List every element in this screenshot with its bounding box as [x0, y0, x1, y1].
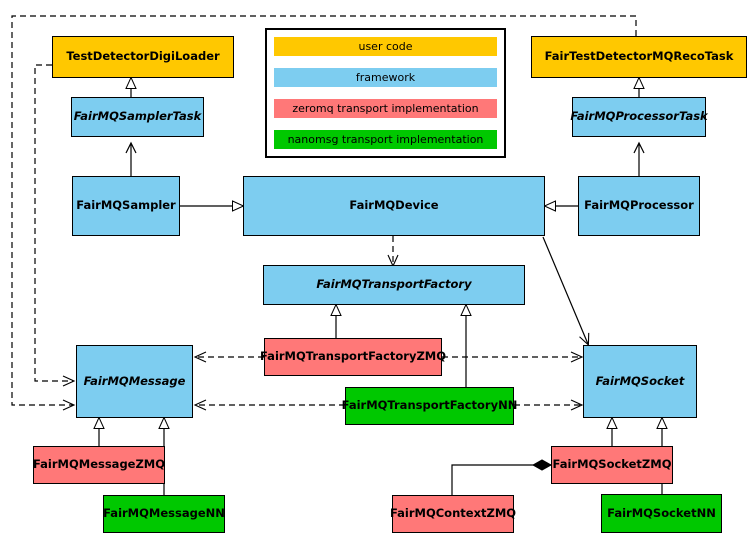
legend-item-framework: framework: [274, 68, 497, 87]
class-box-fairmqtransportfactoryzmq[interactable]: FairMQTransportFactoryZMQ: [260, 338, 446, 376]
edge-contextzmq-socketzmq: [451, 459, 553, 495]
class-box-fairmqtransportfactory[interactable]: FairMQTransportFactory: [263, 265, 525, 305]
class-box-fairmqsamplertask[interactable]: FairMQSamplerTask: [71, 97, 204, 137]
class-box-fairmqmessage[interactable]: FairMQMessage: [76, 345, 193, 418]
legend-item-nanomsg: nanomsg transport implementation: [274, 130, 497, 149]
class-box-fairmqcontextzmq[interactable]: FairMQContextZMQ: [390, 495, 516, 533]
class-box-fairmqsocketzmq[interactable]: FairMQSocketZMQ: [551, 446, 673, 484]
class-box-fairmqdevice[interactable]: FairMQDevice: [243, 176, 545, 236]
class-box-fairmqmessagenn[interactable]: FairMQMessageNN: [103, 495, 225, 533]
edge-digiloader-message: [34, 64, 76, 387]
class-box-fairmqtransportfactorynn[interactable]: FairMQTransportFactoryNN: [342, 387, 517, 425]
class-box-fairmqsampler[interactable]: FairMQSampler: [72, 176, 180, 236]
class-box-fairmqsocket[interactable]: FairMQSocket: [583, 345, 697, 418]
class-box-fairmqsocketnn[interactable]: FairMQSocketNN: [601, 494, 722, 533]
legend-panel: user code framework zeromq transport imp…: [265, 28, 506, 158]
class-box-testdetectordigiloader[interactable]: TestDetectorDigiLoader: [52, 36, 234, 78]
class-box-fairmqprocessor[interactable]: FairMQProcessor: [578, 176, 700, 236]
class-box-fairmqmessagezmq[interactable]: FairMQMessageZMQ: [33, 446, 165, 484]
class-box-fairmqprocessortask[interactable]: FairMQProcessorTask: [570, 97, 708, 137]
edge-device-socket: [542, 236, 590, 347]
legend-item-user-code: user code: [274, 37, 497, 56]
legend-item-zeromq: zeromq transport implementation: [274, 99, 497, 118]
class-box-fairtestdetectormqrecotask[interactable]: FairTestDetectorMQRecoTask: [531, 36, 747, 78]
